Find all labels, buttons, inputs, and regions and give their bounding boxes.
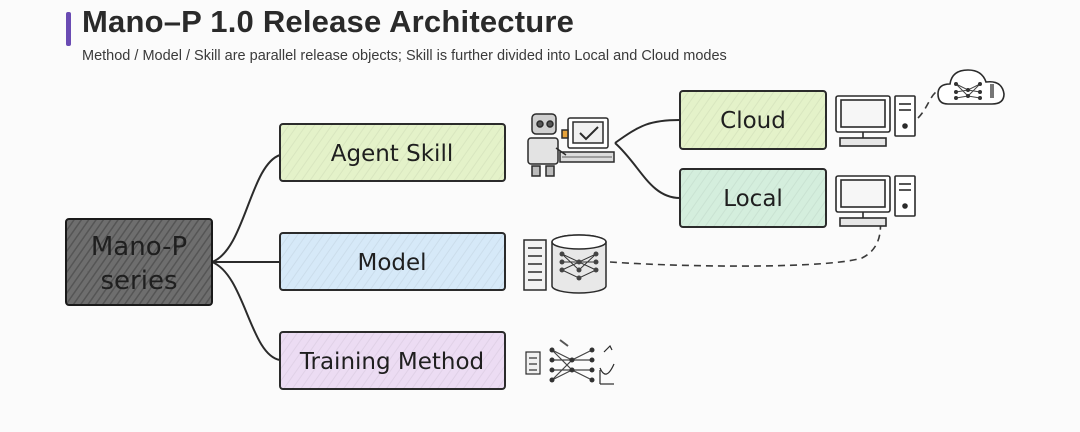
- title-accent-bar: [66, 12, 71, 46]
- branch-label-model: Model: [357, 250, 426, 276]
- cloud-network-icon: [937, 69, 1005, 105]
- mode-label-cloud: Cloud: [720, 108, 786, 134]
- root-label-line1: Mano-P: [91, 232, 187, 262]
- root-node: Mano-P series: [65, 218, 213, 306]
- branch-training-method: Training Method: [279, 331, 506, 390]
- mode-label-local: Local: [723, 186, 783, 212]
- neural-database-icon: [523, 234, 607, 294]
- page-subtitle: Method / Model / Skill are parallel rele…: [82, 48, 727, 64]
- mode-cloud: Cloud: [679, 90, 827, 150]
- desktop-computer-icon: [835, 95, 916, 147]
- branch-label-training-method: Training Method: [299, 349, 484, 375]
- page-title: Mano–P 1.0 Release Architecture: [82, 4, 575, 39]
- training-network-icon: [525, 339, 615, 385]
- root-connectors: [211, 154, 281, 361]
- branch-label-agent-skill: Agent Skill: [331, 141, 453, 167]
- desktop-computer-icon: [835, 175, 916, 227]
- root-label-line2: series: [101, 266, 178, 296]
- robot-computer-icon: [527, 113, 615, 177]
- skill-mode-connectors: [614, 119, 681, 199]
- branch-agent-skill: Agent Skill: [279, 123, 506, 182]
- mode-local: Local: [679, 168, 827, 228]
- branch-model: Model: [279, 232, 506, 291]
